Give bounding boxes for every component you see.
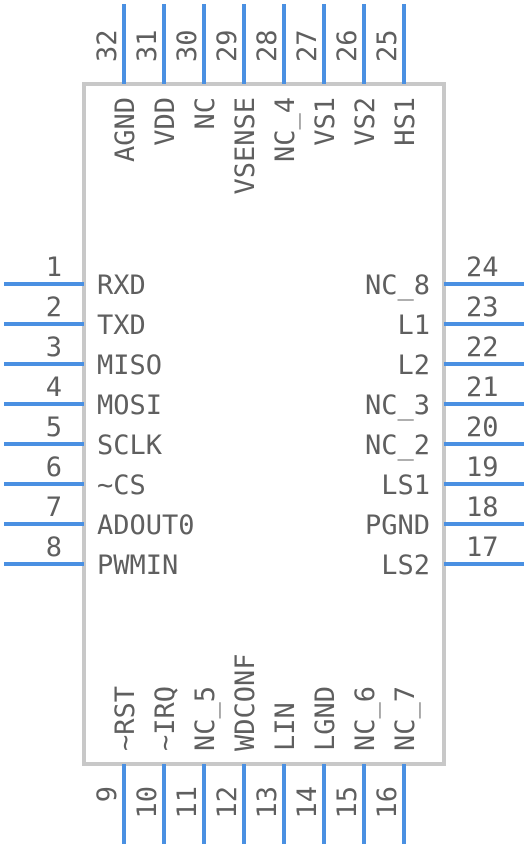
pin-18-number: 18 bbox=[466, 492, 499, 523]
pin-5-label: SCLK bbox=[97, 430, 163, 461]
pin-24-number: 24 bbox=[466, 252, 499, 283]
pin-9-label: ~RST bbox=[110, 686, 141, 751]
pin-22-label: L2 bbox=[397, 350, 430, 381]
pin-15-number: 15 bbox=[332, 786, 363, 819]
pin-9-number: 9 bbox=[92, 786, 123, 802]
pin-26-number: 26 bbox=[332, 29, 363, 62]
pin-6-label: ~CS bbox=[97, 470, 146, 501]
pin-26-label: VS2 bbox=[350, 97, 381, 146]
pin-29-number: 29 bbox=[212, 29, 243, 62]
pin-22-number: 22 bbox=[466, 332, 499, 363]
pin-19-number: 19 bbox=[466, 452, 499, 483]
pin-10-label: ~IRQ bbox=[150, 686, 181, 751]
pin-23-label: L1 bbox=[397, 310, 430, 341]
pin-12-label: WDCONF bbox=[230, 653, 261, 751]
pin-2-number: 2 bbox=[46, 292, 62, 323]
pin-21-label: NC_3 bbox=[365, 390, 430, 421]
pin-4-number: 4 bbox=[46, 372, 62, 403]
pin-29-label: VSENSE bbox=[230, 97, 261, 195]
pin-23-number: 23 bbox=[466, 292, 499, 323]
pin-2-label: TXD bbox=[97, 310, 146, 341]
pin-10-number: 10 bbox=[132, 786, 163, 819]
pin-27-number: 27 bbox=[292, 29, 323, 62]
pin-17-label: LS2 bbox=[381, 550, 430, 581]
pin-27-label: VS1 bbox=[310, 97, 341, 146]
pin-4-label: MOSI bbox=[97, 390, 162, 421]
pin-6-number: 6 bbox=[46, 452, 62, 483]
pin-25-number: 25 bbox=[372, 29, 403, 62]
pin-16-label: NC_7 bbox=[390, 686, 421, 751]
pin-30-label: NC bbox=[190, 97, 221, 130]
pin-16-number: 16 bbox=[372, 786, 403, 819]
pin-14-number: 14 bbox=[292, 786, 323, 819]
pin-8-label: PWMIN bbox=[97, 550, 178, 581]
pin-20-label: NC_2 bbox=[365, 430, 430, 461]
pin-25-label: HS1 bbox=[390, 97, 421, 146]
ic-body bbox=[82, 82, 446, 766]
pin-13-number: 13 bbox=[252, 786, 283, 819]
pin-17-number: 17 bbox=[466, 532, 499, 563]
pin-7-number: 7 bbox=[46, 492, 62, 523]
pin-12-number: 12 bbox=[212, 786, 243, 819]
pin-11-number: 11 bbox=[172, 786, 203, 819]
pin-32-label: AGND bbox=[110, 97, 141, 162]
pin-20-number: 20 bbox=[466, 412, 499, 443]
pin-31-number: 31 bbox=[132, 29, 163, 62]
pin-14-label: LGND bbox=[310, 686, 341, 751]
pin-28-label: NC_4 bbox=[270, 97, 301, 162]
pin-3-label: MISO bbox=[97, 350, 162, 381]
pin-32-number: 32 bbox=[92, 29, 123, 62]
pin-13-label: LIN bbox=[270, 702, 301, 751]
pin-11-label: NC_5 bbox=[190, 686, 221, 751]
pin-8-number: 8 bbox=[46, 532, 62, 563]
pin-28-number: 28 bbox=[252, 29, 283, 62]
pin-1-number: 1 bbox=[46, 252, 62, 283]
pin-7-label: ADOUT0 bbox=[97, 510, 195, 541]
pin-1-label: RXD bbox=[97, 270, 146, 301]
pin-30-number: 30 bbox=[172, 29, 203, 62]
pin-19-label: LS1 bbox=[381, 470, 430, 501]
pin-21-number: 21 bbox=[466, 372, 499, 403]
pin-15-label: NC_6 bbox=[350, 686, 381, 751]
pin-31-label: VDD bbox=[150, 97, 181, 146]
pin-5-number: 5 bbox=[46, 412, 62, 443]
pin-3-number: 3 bbox=[46, 332, 62, 363]
pin-18-label: PGND bbox=[365, 510, 430, 541]
pin-24-label: NC_8 bbox=[365, 270, 430, 301]
